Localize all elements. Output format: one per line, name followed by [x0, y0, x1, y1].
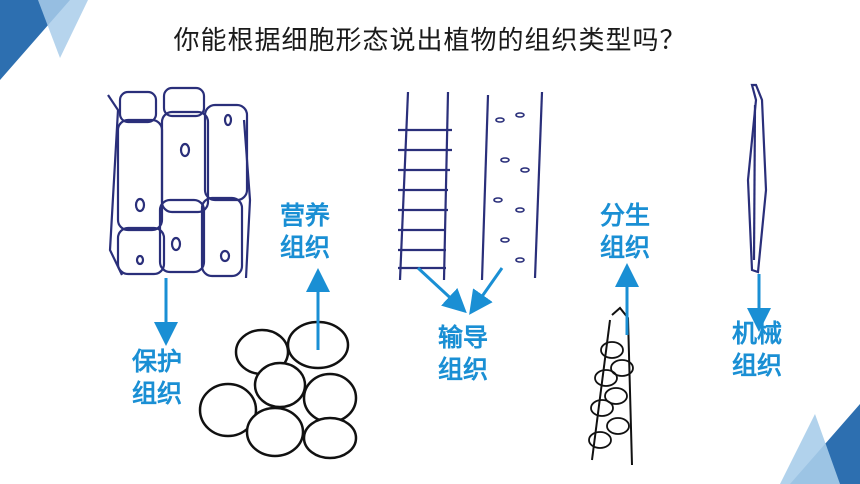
nutritive-tissue-label: 营养 组织 [279, 201, 330, 262]
top-left-decoration [0, 0, 88, 80]
page-title: 你能根据细胞形态说出植物的组织类型吗？ [173, 26, 687, 56]
meristematic-tissue-drawing [588, 306, 634, 466]
mechanical-tissue-drawing [746, 83, 768, 274]
label-arrows [154, 263, 771, 350]
meristematic-tissue-label: 分生 组织 [599, 201, 650, 262]
protective-tissue-label: 保护 组织 [131, 347, 182, 408]
conductive-tissue-drawing [398, 91, 544, 281]
protective-tissue-drawing [107, 86, 252, 279]
mechanical-tissue-label: 机械 组织 [731, 319, 782, 380]
conductive-tissue-label: 输导 组织 [437, 323, 488, 384]
bottom-right-decoration [780, 404, 860, 484]
nutritive-tissue-drawing [198, 320, 358, 460]
